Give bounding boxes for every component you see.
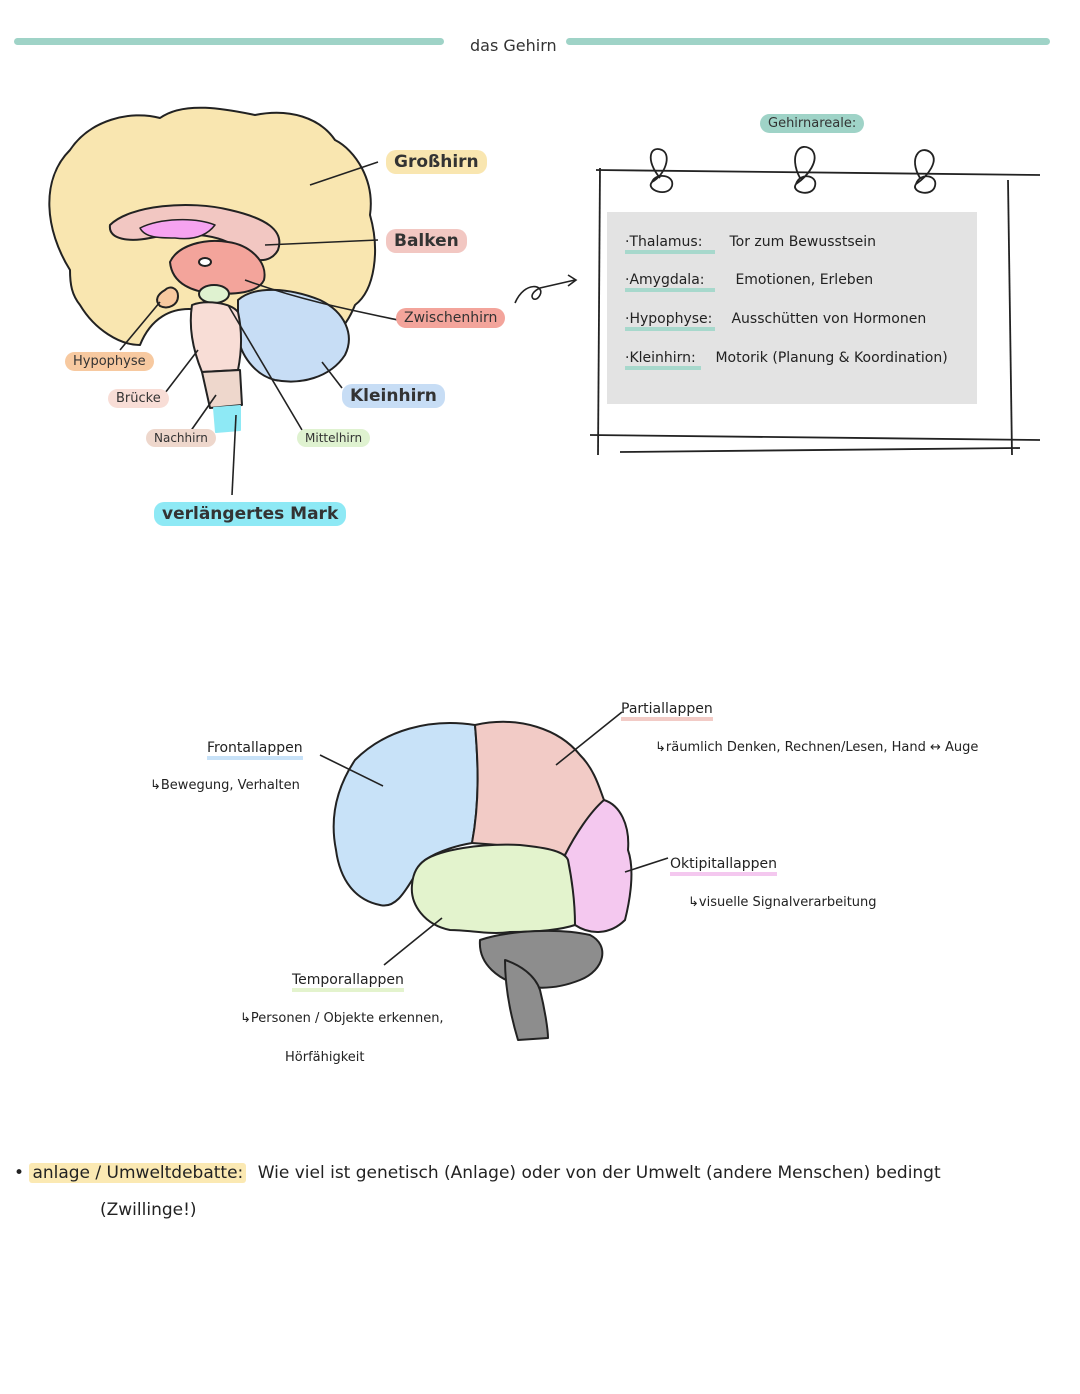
area-row-kleinhirn: ·Kleinhirn: Motorik (Planung & Koordinat…: [625, 350, 948, 370]
area-row-hypophyse: ·Hypophyse: Ausschütten von Hormonen: [625, 311, 926, 331]
zwischenhirn-shape: [169, 239, 266, 295]
areas-notebook: [589, 146, 1041, 456]
debate-bullet: •: [14, 1163, 25, 1183]
parietal-desc: ↳räumlich Denken, Rechnen/Lesen, Hand ↔ …: [655, 740, 979, 755]
temporal-desc: ↳Personen / Objekte erkennen,: [240, 1011, 444, 1026]
area-desc: Tor zum Bewusstsein: [729, 234, 876, 250]
debate-line: • anlage / Umweltdebatte: Wie viel ist g…: [14, 1163, 941, 1183]
header-bar-left: [14, 38, 444, 45]
okzipital-lobe: [564, 799, 633, 933]
lateral-brain: [319, 711, 669, 1041]
areas-panel: [607, 212, 977, 404]
label-frontal: Frontallappen: [207, 740, 303, 760]
label-nachhirn: Nachhirn: [146, 429, 216, 447]
okzipital-desc: ↳visuelle Signalverarbeitung: [688, 895, 877, 910]
label-bruecke: Brücke: [108, 389, 169, 408]
frontal-name: Frontallappen: [207, 740, 303, 760]
area-term: ·Amygdala:: [625, 272, 715, 292]
balken-highlight: [139, 218, 216, 240]
debate-term: anlage / Umweltdebatte:: [29, 1163, 247, 1183]
sagittal-leader-lines: [119, 161, 399, 496]
debate-text: Wie viel ist genetisch (Anlage) oder von…: [257, 1163, 941, 1183]
area-row-thalamus: ·Thalamus: Tor zum Bewusstsein: [625, 234, 876, 254]
temporal-name: Temporallappen: [292, 972, 404, 992]
arrow-to-box: [514, 274, 578, 304]
label-verlaengertes-mark: verlängertes Mark: [154, 502, 347, 526]
debate-note: (Zwillinge!): [100, 1200, 197, 1220]
area-row-amygdala: ·Amygdala: Emotionen, Erleben: [625, 272, 873, 292]
area-desc: Ausschütten von Hormonen: [731, 311, 927, 327]
areas-heading: Gehirnareale:: [760, 114, 865, 133]
label-grosshirn: Großhirn: [386, 150, 487, 174]
area-desc: Emotionen, Erleben: [735, 272, 874, 288]
frontal-desc: ↳Bewegung, Verhalten: [150, 778, 300, 793]
sagittal-brain: [48, 106, 399, 496]
zwischenhirn-eye: [198, 257, 212, 267]
hypophyse-shape: [156, 286, 179, 309]
mittelhirn-shape: [198, 284, 230, 304]
label-okzipital: Oktipitallappen: [670, 856, 777, 876]
bruecke-shape: [189, 301, 242, 373]
header-bar-right: [566, 38, 1050, 45]
label-kleinhirn: Kleinhirn: [342, 384, 445, 408]
area-term: ·Hypophyse:: [625, 311, 715, 331]
temporal-desc-2: Hörfähigkeit: [285, 1050, 365, 1065]
area-term: ·Kleinhirn:: [625, 350, 701, 370]
temporal-lobe: [410, 843, 576, 934]
label-hypophyse: Hypophyse: [65, 352, 154, 371]
area-desc: Motorik (Planung & Koordination): [715, 350, 948, 366]
label-mittelhirn: Mittelhirn: [297, 429, 371, 447]
verlaengertes-mark-shape: [213, 405, 241, 433]
brainstem-shape: [504, 959, 549, 1041]
label-temporal: Temporallappen: [292, 972, 404, 992]
cerebellum-shape: [478, 929, 604, 989]
label-balken: Balken: [386, 229, 467, 253]
okzipital-name: Oktipitallappen: [670, 856, 777, 876]
label-zwischenhirn: Zwischenhirn: [396, 308, 506, 328]
area-term: ·Thalamus:: [625, 234, 715, 254]
label-parietal: Partiallappen: [621, 701, 713, 721]
parietal-name: Partiallappen: [621, 701, 713, 721]
lateral-leader-lines: [319, 711, 669, 966]
kleinhirn-shape: [237, 288, 350, 383]
nachhirn-shape: [201, 369, 243, 409]
page-title: das Gehirn: [470, 36, 557, 55]
